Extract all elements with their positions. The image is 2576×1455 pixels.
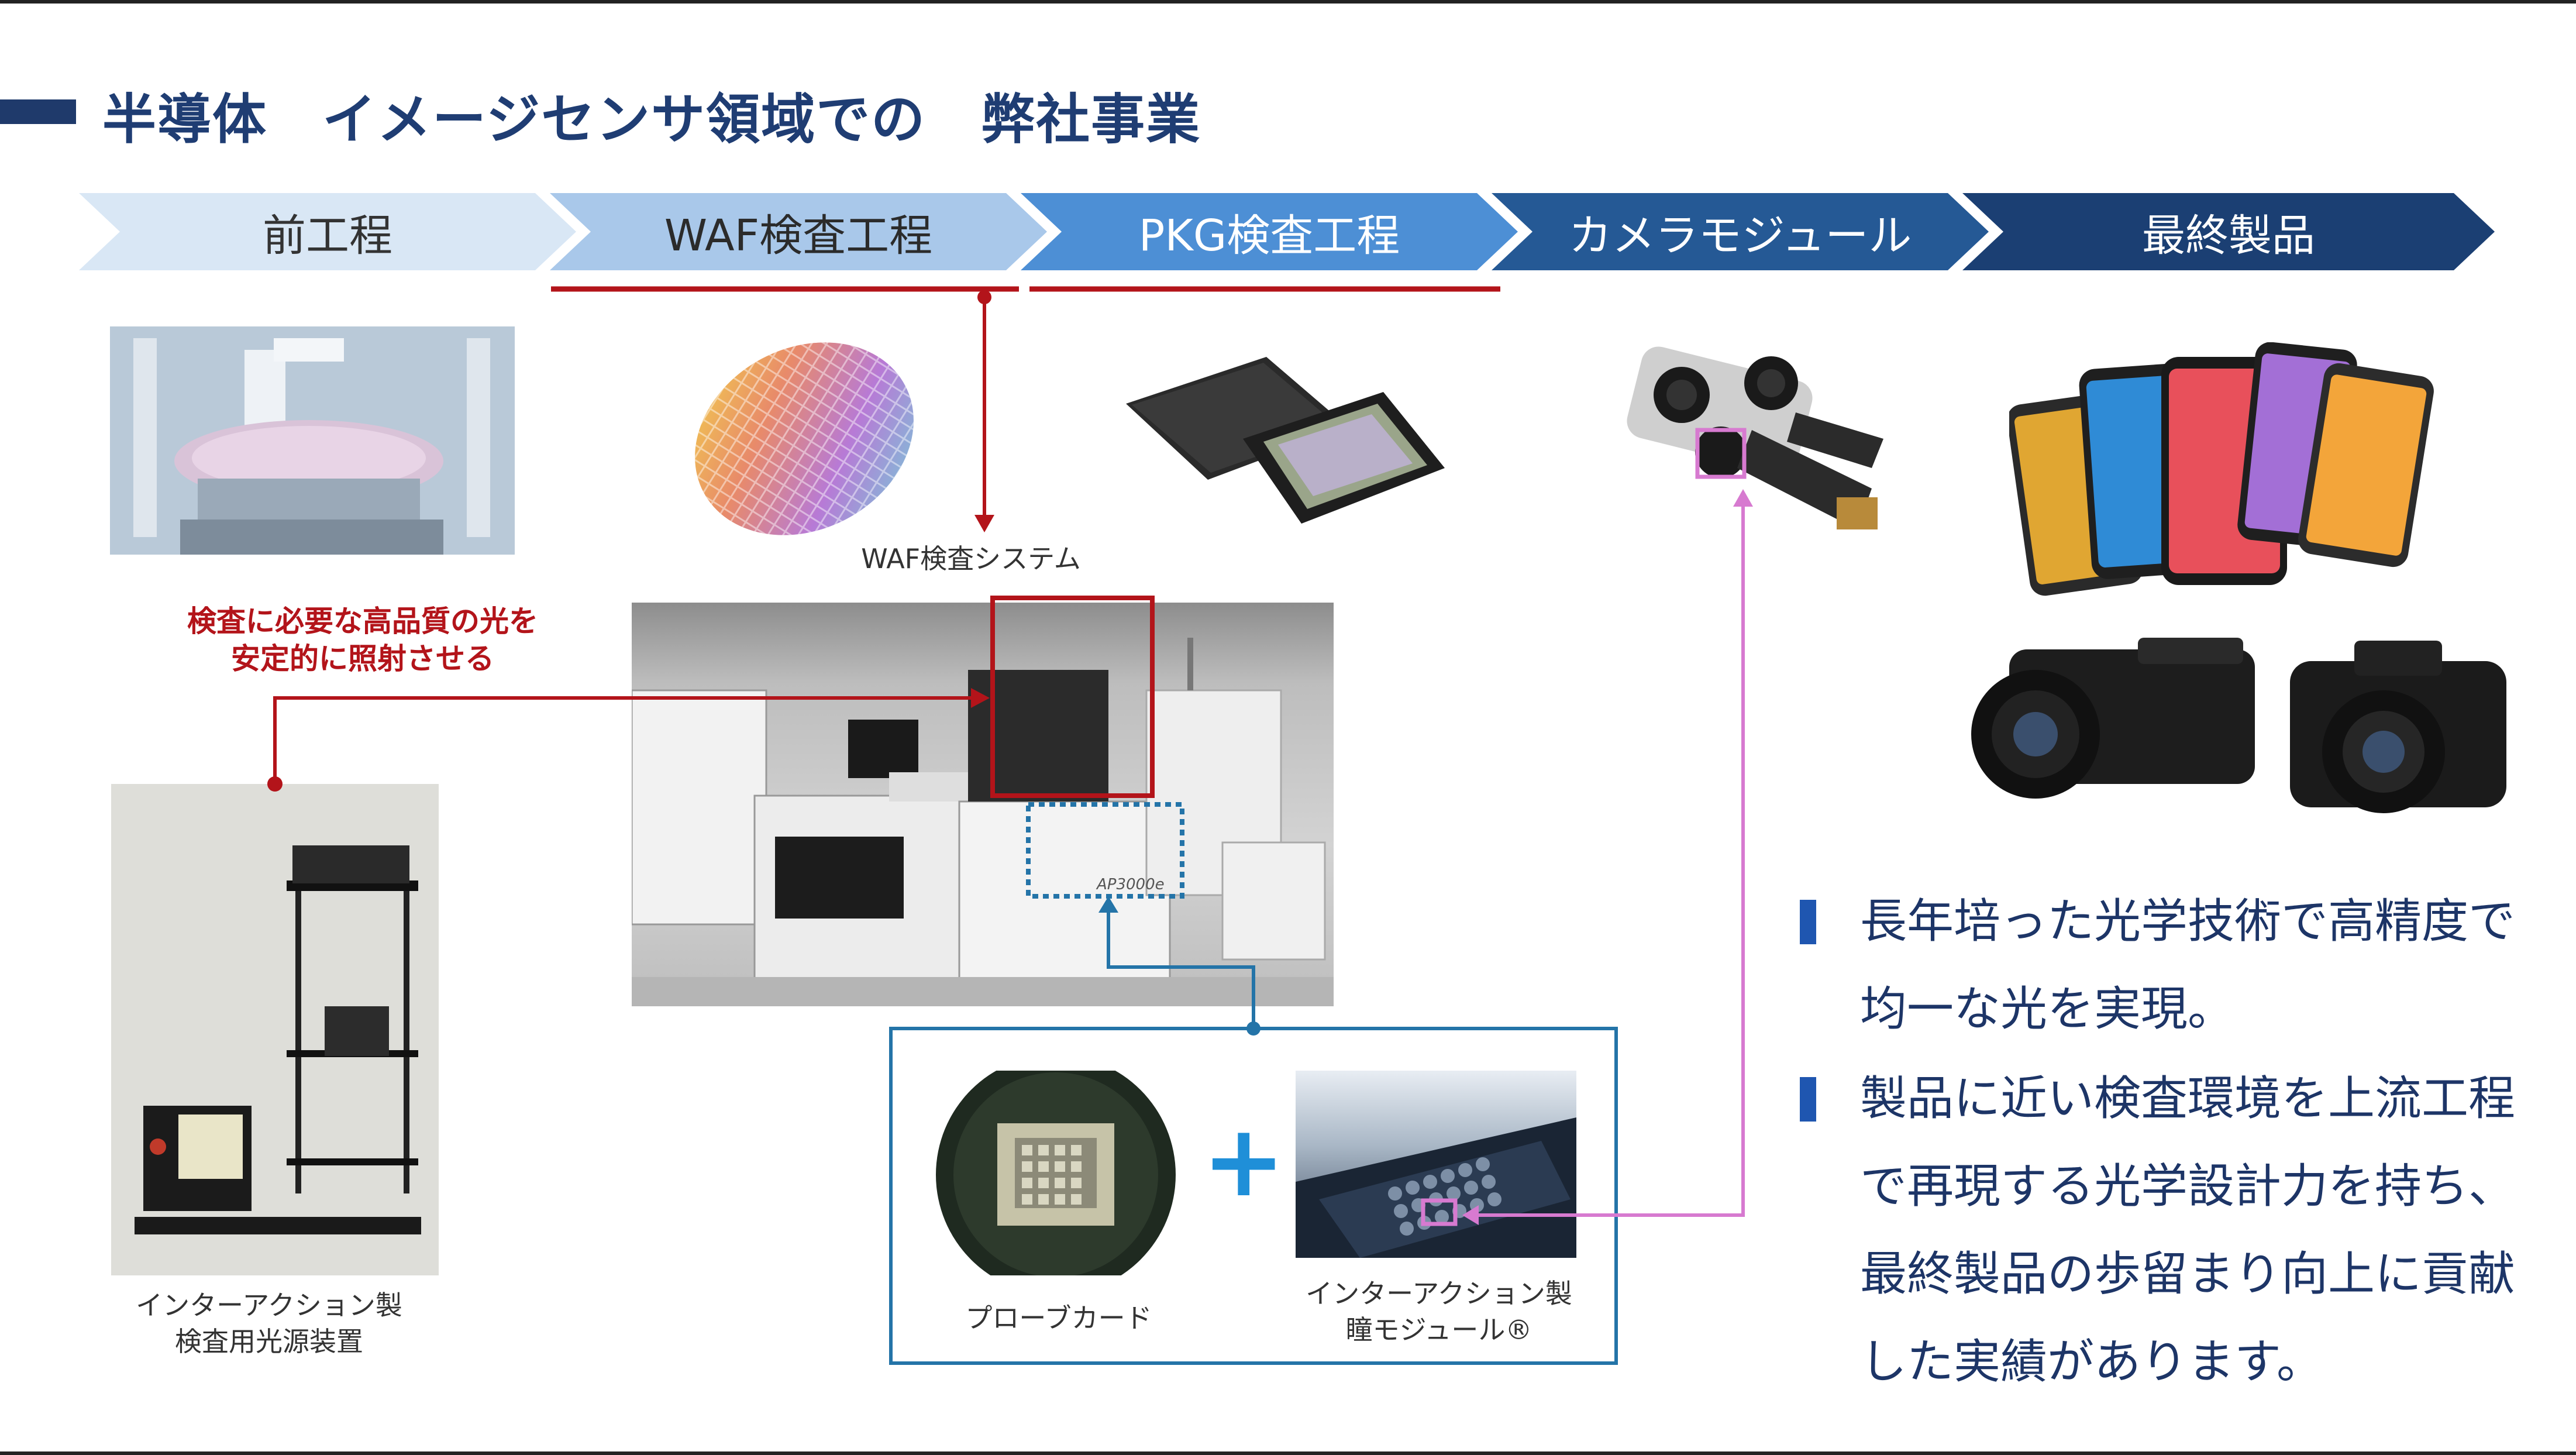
pupil-module-label-line: 瞳モジュール® <box>1345 1314 1532 1346</box>
pupil-module-photo <box>1296 1071 1576 1258</box>
plus-icon: + <box>1202 1103 1286 1219</box>
light-source-label-line: インターアクション製 <box>136 1289 402 1321</box>
light-source-device-label: インターアクション製 検査用光源装置 <box>94 1287 445 1360</box>
slide-bottom-border <box>0 1451 2576 1455</box>
key-points-list: 長年培った光学技術で高精度で 均一な光を実現。 製品に近い検査環境を上流工程 で… <box>1793 878 2553 1408</box>
key-point-line: 最終製品の歩留まり向上に貢献 <box>1860 1247 2515 1301</box>
pupil-module-label: インターアクション製 瞳モジュール® <box>1263 1275 1614 1348</box>
wafer-photo <box>687 336 924 535</box>
key-point: 長年培った光学技術で高精度で 均一な光を実現。 <box>1793 878 2553 1053</box>
light-source-label-line: 検査用光源装置 <box>175 1326 363 1357</box>
waf-inspection-machine-photo: AP3000e <box>632 603 1334 1006</box>
key-point-line: 製品に近い検査環境を上流工程 <box>1860 1071 2515 1126</box>
bullet-marker-icon <box>1800 1077 1816 1122</box>
probe-card-label: プローブカード <box>965 1302 1152 1334</box>
callout-line: 検査に必要な高品質の光を <box>187 604 538 638</box>
callout-line: 安定的に照射させる <box>231 642 494 676</box>
slide-title: 半導体 イメージセンサ領域での 弊社事業 <box>102 88 1201 151</box>
process-step-waf-inspection: WAF検査工程 <box>550 193 1047 270</box>
light-source-device-photo <box>111 784 439 1275</box>
camera-module-photo <box>1626 342 1889 550</box>
waf-system-label: WAF検査システム <box>861 543 1081 575</box>
process-step-pkg-inspection: PKG検査工程 <box>1021 193 1518 270</box>
bullet-marker-icon <box>1800 900 1816 944</box>
smartphones-photo <box>2009 342 2448 600</box>
process-step-label: PKG検査工程 <box>1138 210 1400 261</box>
process-step-front-end: 前工程 <box>79 193 576 270</box>
process-step-final-product: 最終製品 <box>1962 193 2495 270</box>
key-point-line: 均一な光を実現。 <box>1860 982 2234 1036</box>
process-step-label: WAF検査工程 <box>664 210 933 261</box>
pupil-module-label-line: インターアクション製 <box>1306 1278 1572 1309</box>
machine-model-label: AP3000e <box>1096 876 1165 893</box>
key-point-line: した実績があります。 <box>1860 1334 2323 1389</box>
probe-card-photo <box>927 1071 1182 1275</box>
title-accent-bar <box>0 99 76 124</box>
light-quality-callout: 検査に必要な高品質の光を 安定的に照射させる <box>123 603 602 677</box>
key-point-line: で再現する光学設計力を持ち、 <box>1860 1159 2515 1213</box>
image-sensor-package-photo <box>1120 339 1448 541</box>
digital-cameras-photo <box>1962 620 2515 822</box>
key-point-line: 長年培った光学技術で高精度で <box>1860 894 2515 948</box>
key-point: 製品に近い検査環境を上流工程 で再現する光学設計力を持ち、 最終製品の歩留まり向… <box>1793 1055 2553 1406</box>
process-step-label: 最終製品 <box>2142 210 2315 261</box>
front-end-process-photo <box>110 326 515 555</box>
process-step-label: 前工程 <box>263 210 392 261</box>
process-step-camera-module: カメラモジュール <box>1492 193 1989 270</box>
process-step-label: カメラモジュール <box>1568 210 1912 261</box>
slide-top-border <box>0 0 2576 4</box>
